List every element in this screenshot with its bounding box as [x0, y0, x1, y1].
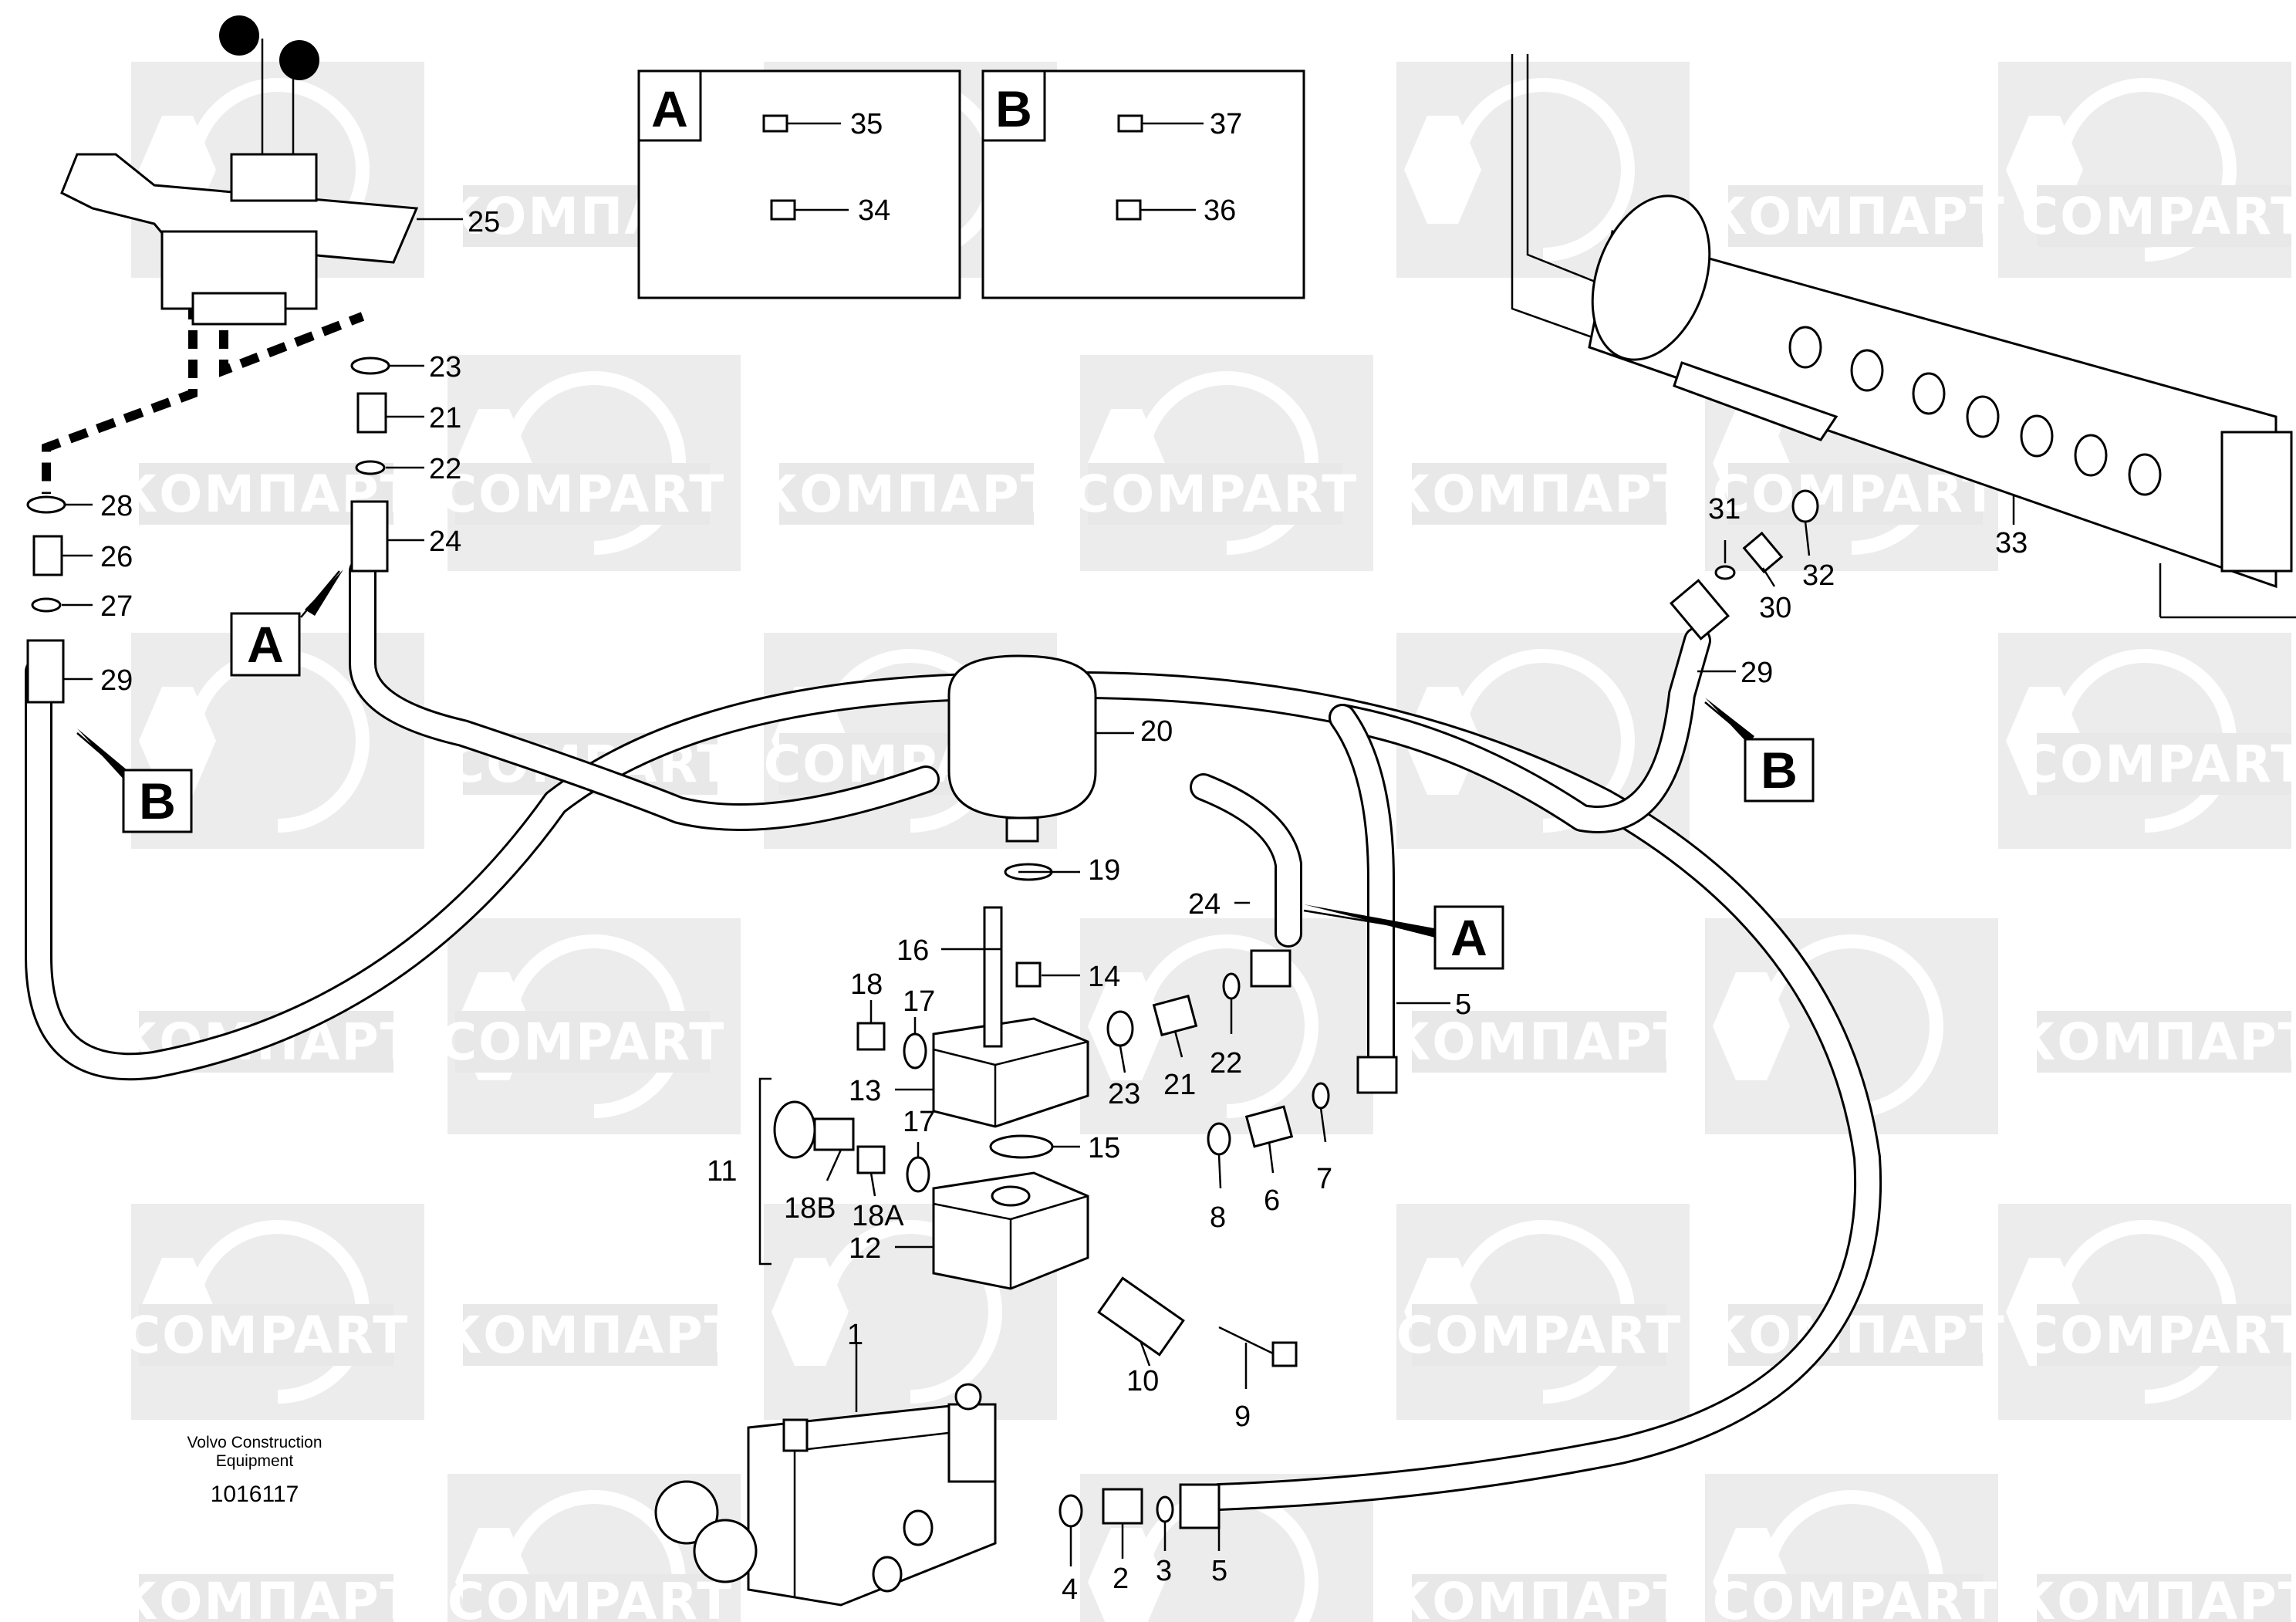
part-label: 18B	[784, 1192, 836, 1225]
part-label-37: 37	[1210, 108, 1242, 140]
leader-lines	[62, 364, 1811, 1566]
company-name-line2: Equipment	[216, 1452, 294, 1470]
detail-view-b: B 37 36	[981, 69, 1305, 299]
part-label: 1	[847, 1319, 863, 1351]
part-label-35: 35	[850, 108, 883, 140]
part-label: 6	[1264, 1184, 1280, 1217]
watermark-text: COMPART	[1396, 1306, 1683, 1365]
callout-a-right: A	[1450, 909, 1487, 966]
watermark-text: КОМПАРТ	[1705, 187, 2005, 246]
part-label: 30	[1759, 592, 1791, 624]
watermark-text: КОМПАРТ	[1705, 1306, 2005, 1365]
part-label: 28	[100, 490, 133, 522]
watermark-band-5: COMPART КОМПАРТ COMPART КОМПАРТ COMPART	[123, 1304, 2296, 1366]
watermark-text: КОМПАРТ	[2014, 1012, 2296, 1072]
watermark-text: КОМПАРТ	[756, 465, 1056, 524]
part-label: 15	[1088, 1132, 1120, 1164]
cylinder-ports	[1788, 326, 2162, 496]
watermark-text: COMPART	[2021, 735, 2296, 794]
part-label: 23	[429, 351, 461, 384]
callout-a-left: A	[247, 616, 284, 673]
fittings	[26, 357, 1819, 1529]
part-label: 17	[903, 1106, 935, 1138]
company-name-line1: Volvo Construction	[187, 1434, 322, 1451]
part-label: 25	[468, 206, 500, 238]
part-label: 33	[1995, 527, 2028, 559]
watermark-band-4: КОМПАРТ COMPART КОМПАРТ КОМПАРТ	[116, 1011, 2296, 1073]
part-label: 31	[1708, 493, 1741, 525]
watermark-text: COMPART	[1713, 1572, 1999, 1622]
control-lever-assembly	[60, 15, 463, 326]
part-label: 23	[1108, 1078, 1140, 1110]
part-label: 22	[429, 453, 461, 485]
watermark-text: COMPART	[2021, 1306, 2296, 1365]
callout-b-right: B	[1761, 742, 1798, 799]
part-label: 32	[1802, 559, 1835, 592]
accumulator	[947, 654, 1134, 843]
part-label: 22	[1210, 1047, 1242, 1080]
part-label: 9	[1234, 1401, 1251, 1433]
bracket-11	[758, 1077, 772, 1265]
part-label: 5	[1455, 988, 1471, 1021]
watermark-text: КОМПАРТ	[2014, 1572, 2296, 1622]
watermark-band-6: КОМПАРТ COMPART КОМПАРТ COMPART КОМПАРТ	[116, 1572, 2296, 1622]
part-label: 12	[849, 1232, 881, 1265]
document-number: 1016117	[211, 1482, 299, 1507]
hose-lines	[25, 301, 1882, 1511]
watermark-text: КОМПАРТ	[1389, 1572, 1689, 1622]
part-label-36: 36	[1204, 194, 1236, 227]
part-labels: 25 23 21 22 24 28 26 27 29 20 19 16 14 1…	[100, 206, 2028, 1606]
part-label: 24	[1188, 888, 1221, 921]
part-label: 3	[1156, 1555, 1172, 1587]
part-label: 29	[100, 664, 133, 697]
part-label: 11	[707, 1155, 737, 1188]
part-label: 10	[1126, 1365, 1159, 1397]
part-label: 14	[1088, 961, 1120, 993]
valve-block-12	[932, 1171, 1089, 1290]
part-label: 29	[1741, 657, 1773, 689]
watermark-text: КОМПАРТ	[1389, 465, 1689, 524]
detail-view-a: A 35 34	[637, 69, 961, 299]
watermark-text: COMPART	[1713, 465, 1999, 524]
part-label-34: 34	[858, 194, 890, 227]
watermark-text: COMPART	[1072, 465, 1359, 524]
part-label: 8	[1210, 1201, 1226, 1234]
watermark-text: КОМПАРТ	[1389, 1012, 1689, 1072]
watermark-text: COMPART	[2021, 187, 2296, 246]
part-label: 4	[1062, 1573, 1078, 1606]
part-label: 19	[1088, 854, 1120, 887]
control-cable-dashed	[42, 301, 198, 494]
part-label: 27	[100, 590, 133, 623]
part-label: 21	[429, 402, 461, 434]
watermark-text: COMPART	[123, 1306, 410, 1365]
part-label: 5	[1211, 1555, 1227, 1587]
valve-block-13	[932, 1017, 1089, 1128]
part-label: 13	[849, 1075, 881, 1107]
part-label: 17	[903, 985, 935, 1018]
part-label: 18A	[852, 1200, 904, 1232]
callout-b-left: B	[139, 772, 176, 830]
detail-letter-b: B	[995, 80, 1032, 137]
main-valve-block-1	[654, 1383, 997, 1607]
callout-flags: A A B B	[76, 569, 1815, 970]
part-label: 16	[896, 934, 929, 967]
part-label: 26	[100, 541, 133, 573]
part-label: 7	[1316, 1163, 1332, 1195]
part-label: 21	[1163, 1069, 1196, 1101]
watermark-text: КОМПАРТ	[116, 1572, 416, 1622]
watermark-text: COMPART	[440, 1012, 726, 1072]
caption-block: Volvo Construction Equipment 1016117	[187, 1434, 322, 1507]
part-label: 18	[850, 968, 883, 1001]
part-label: 20	[1140, 715, 1173, 748]
watermark-text: КОМПАРТ	[440, 1306, 740, 1365]
hydraulic-cylinder	[1511, 54, 2296, 619]
watermark-text: COMPART	[440, 465, 726, 524]
part-label: 2	[1113, 1563, 1129, 1595]
watermark-text: COMPART	[447, 1572, 734, 1622]
detail-letter-a: A	[651, 80, 688, 137]
part-label: 24	[429, 525, 461, 558]
